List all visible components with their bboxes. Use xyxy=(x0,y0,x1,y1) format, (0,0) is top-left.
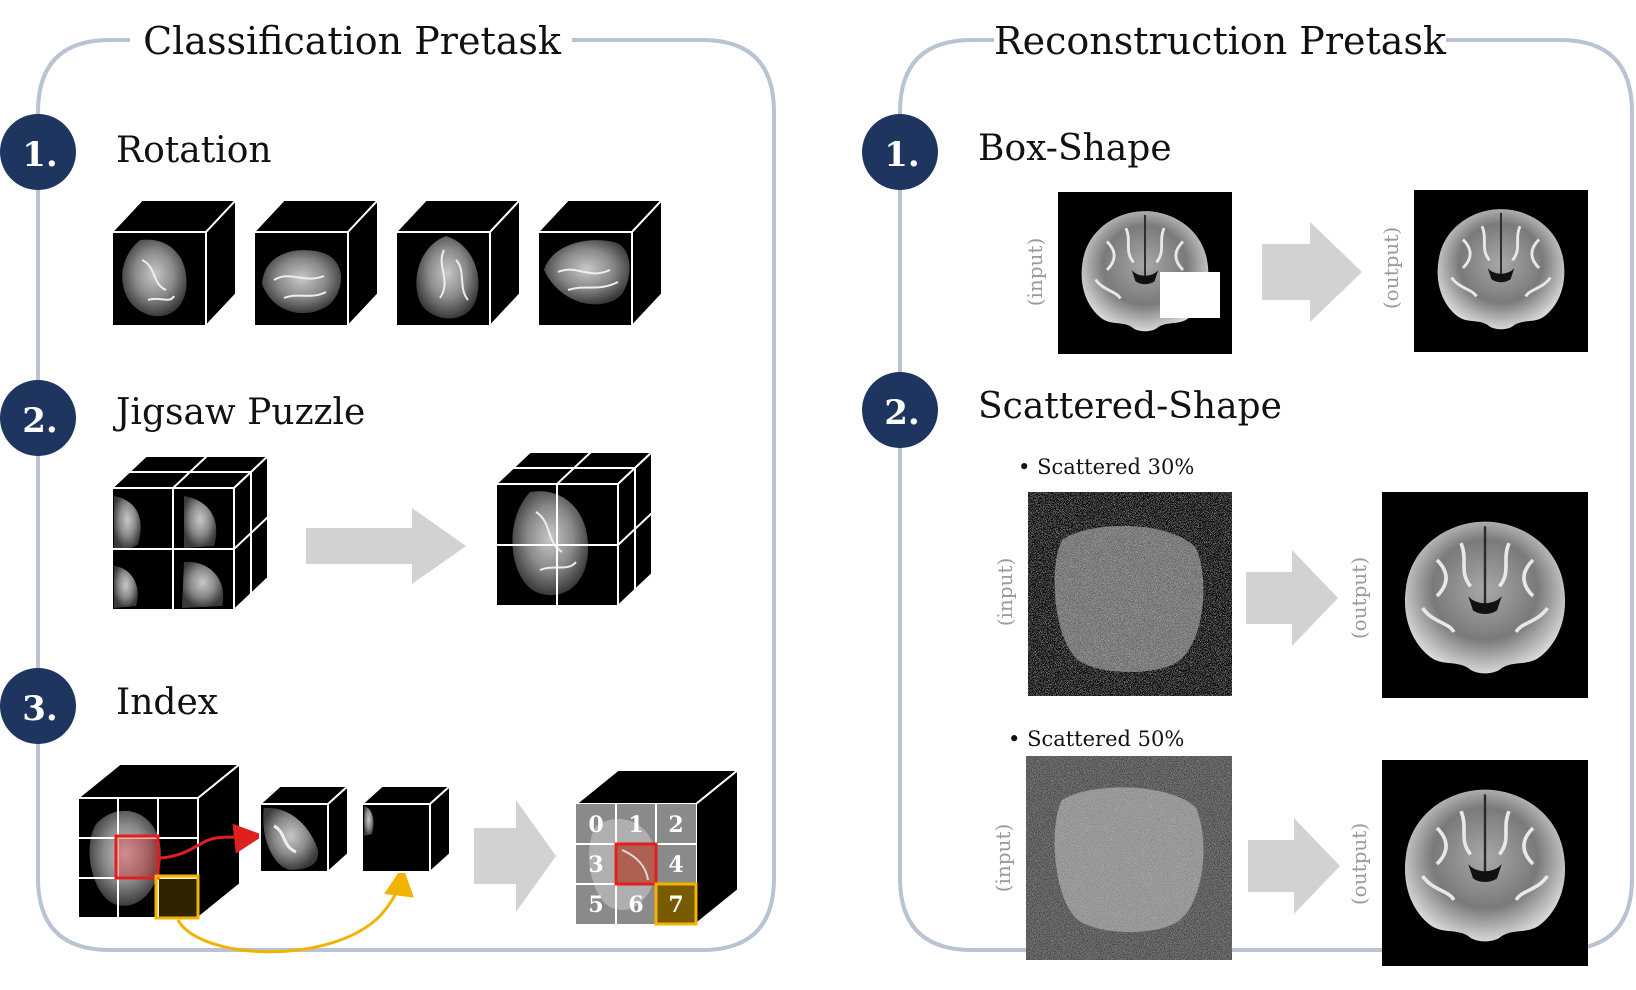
box-input-label: (input) xyxy=(1023,238,1047,307)
jigsaw-label: Jigsaw Puzzle xyxy=(112,392,365,433)
s30-output-label: (output) xyxy=(1347,557,1371,639)
box-output-image xyxy=(1414,190,1588,352)
box-mask xyxy=(1160,272,1220,318)
grid-label-1: 1 xyxy=(628,812,643,838)
s30-output-image xyxy=(1382,492,1588,698)
red-arrow xyxy=(159,823,264,860)
bullet-scattered-30: • Scattered 30% xyxy=(1018,455,1194,479)
scattered-shape-label: Scattered-Shape xyxy=(978,386,1282,427)
box-arrow xyxy=(1262,222,1362,322)
grid-label-5: 5 xyxy=(588,892,603,918)
svg-text:3.: 3. xyxy=(22,689,58,729)
s50-output-label: (output) xyxy=(1347,823,1371,905)
index-patch-cube-yellow xyxy=(359,783,453,875)
index-arrow xyxy=(474,800,556,912)
badge-box-shape: 1. xyxy=(862,114,938,190)
s50-input-label: (input) xyxy=(991,824,1015,893)
grid-label-4: 4 xyxy=(668,852,683,878)
s50-arrow xyxy=(1248,818,1340,914)
rotation-label: Rotation xyxy=(116,130,272,171)
box-output-label: (output) xyxy=(1379,227,1403,309)
rotation-cube-4 xyxy=(535,197,665,329)
rotation-cube-1 xyxy=(109,197,239,329)
s30-arrow xyxy=(1246,550,1338,646)
svg-text:1.: 1. xyxy=(22,135,58,175)
classification-title: Classification Pretask xyxy=(143,19,562,63)
s30-input-image xyxy=(1028,492,1232,696)
svg-text:2.: 2. xyxy=(22,401,58,441)
index-grid-cube: 0 1 2 3 4 5 6 7 xyxy=(573,767,741,927)
badge-jigsaw: 2. xyxy=(0,380,76,456)
rotation-cube-2 xyxy=(251,197,381,329)
index-patch-cube-red xyxy=(257,783,351,875)
box-shape-label: Box-Shape xyxy=(978,128,1172,169)
badge-rotation: 1. xyxy=(0,114,76,190)
grid-yellow-cell xyxy=(654,882,698,926)
index-source-cube xyxy=(75,761,243,921)
s50-output-image xyxy=(1382,760,1588,966)
rotation-cube-3 xyxy=(393,197,523,329)
rotation-cubes xyxy=(109,197,665,329)
badge-index: 3. xyxy=(0,668,76,744)
badge-scattered-shape: 2. xyxy=(862,372,938,448)
grid-label-0: 0 xyxy=(588,812,603,838)
s30-input-label: (input) xyxy=(993,558,1017,627)
svg-text:1.: 1. xyxy=(884,135,920,175)
grid-label-7: 7 xyxy=(668,892,683,918)
box-input-image xyxy=(1058,192,1232,354)
index-label: Index xyxy=(116,682,218,723)
s50-input-image xyxy=(1026,756,1232,960)
grid-label-3: 3 xyxy=(588,852,603,878)
grid-label-2: 2 xyxy=(668,812,683,838)
bullet-scattered-50: • Scattered 50% xyxy=(1008,727,1184,751)
jigsaw-scrambled-cube xyxy=(109,453,271,613)
jigsaw-arrow xyxy=(306,508,466,584)
yellow-arrow xyxy=(176,866,414,954)
jigsaw-solved-cube xyxy=(493,449,655,609)
grid-label-6: 6 xyxy=(628,892,643,918)
svg-text:2.: 2. xyxy=(884,393,920,433)
reconstruction-panel: Reconstruction Pretask 1. Box-Shape 2. S… xyxy=(862,19,1634,966)
classification-panel: Classification Pretask 1. Rotation 2. Ji… xyxy=(0,19,776,954)
index-red-patch xyxy=(114,834,160,880)
index-yellow-patch xyxy=(154,874,200,920)
reconstruction-title: Reconstruction Pretask xyxy=(994,19,1447,63)
